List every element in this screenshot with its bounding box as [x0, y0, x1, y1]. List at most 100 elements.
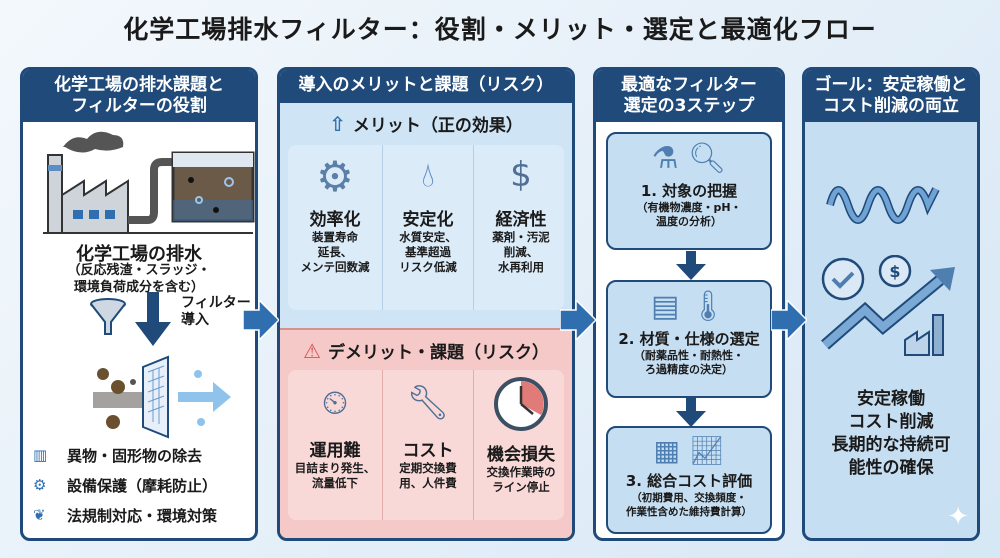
step-1: ⚗ 🔍︎ 1. 対象の把握（有機物濃度・pH・温度の分析）	[606, 132, 772, 250]
role-item: ❦ 法規制対応・環境対策	[33, 500, 217, 530]
role-item: ⚙設備保護（摩耗防止）	[33, 470, 217, 500]
warning-icon: ⚠	[303, 339, 328, 363]
demerit-title: 機会損失	[487, 445, 555, 465]
desc-line: （反応残渣・スラッジ・	[67, 263, 211, 278]
sparkle-icon: ✦	[947, 502, 969, 532]
demerit-title: コスト	[402, 441, 454, 461]
merit-title: 安定化	[402, 210, 454, 230]
panel-header: ゴール：安定稼働とコスト削減の両立	[805, 70, 977, 122]
desc-line: 定期交換費	[399, 461, 457, 475]
panel-header: 導入のメリットと課題（リスク）	[280, 70, 572, 103]
header-line: フィルターの役割	[71, 96, 207, 116]
flow-arrow-icon	[560, 300, 596, 340]
role-label: 法規制対応・環境対策	[67, 506, 218, 525]
down-arrow-icon	[676, 251, 706, 280]
merit-grid: ⚙効率化装置寿命延長、メンテ回数減 💧︎安定化水質安定、基準超過リスク低減 $経…	[288, 145, 564, 310]
merit-title-text: メリット（正の効果）	[352, 116, 523, 136]
clogged-filter-gauge-icon: ⏲	[321, 383, 349, 423]
growth-chart-factory-icon: $	[821, 255, 955, 356]
role-label: 設備保護（摩耗防止）	[67, 476, 218, 495]
step-title: 2. 材質・仕様の選定	[618, 330, 760, 348]
desc-line: ライン停止	[492, 480, 550, 494]
header-line: 最適なフィルター	[621, 75, 757, 95]
filter-icon: ▥	[33, 446, 48, 464]
desc-line: 削減、	[503, 245, 539, 259]
demerit-title: 運用難	[309, 441, 361, 461]
goal-item: コスト削減	[848, 412, 934, 432]
wastewater-role-panel: 化学工場の排水課題とフィルターの役割 化学工場の排水 （反応残渣・スラッジ・環境…	[20, 67, 258, 541]
goal-panel: ゴール：安定稼働とコスト削減の両立 $ 安定稼働 コスト削減 長期的な持続可 能…	[802, 67, 980, 541]
desc-line: リスク低減	[399, 260, 457, 274]
step-3: ▦ 📈︎3. 総合コスト評価（初期費用、交換頻度・作業性含めた維持費計算）	[606, 426, 772, 534]
demerit-title: ⚠ デメリット・課題（リスク）	[280, 338, 572, 363]
selection-steps-panel: 最適なフィルター選定の3ステップ ⚗ 🔍︎ 1. 対象の把握（有機物濃度・pH・温…	[593, 67, 785, 541]
desc-line: 流量低下	[312, 476, 358, 490]
merit-card: $経済性薬剤・汚泥削減、水再利用	[474, 145, 568, 275]
desc-line: 交換作業時の	[486, 465, 556, 479]
desc-line: 温度の分析）	[656, 215, 722, 228]
desc-line: 基準超過	[405, 245, 451, 259]
merit-title: 効率化	[309, 210, 361, 230]
desc-line: （有機物濃度・pH・	[636, 201, 742, 214]
desc-line: メンテ回数減	[300, 260, 370, 274]
desc-line: 目詰まり発生、	[294, 461, 376, 475]
goal-list: 安定稼働 コスト削減 長期的な持続可 能性の確保	[805, 388, 977, 480]
down-arrow-icon	[135, 292, 171, 346]
desc-line: （初期費用、交換頻度・	[631, 492, 747, 504]
demerit-desc: 目詰まり発生、流量低下	[288, 461, 382, 491]
demerit-title-text: デメリット・課題（リスク）	[327, 343, 549, 363]
goal-item: 能性の確保	[848, 458, 934, 478]
panel-header: 最適なフィルター選定の3ステップ	[596, 70, 782, 122]
up-arrow-icon: ⇧	[329, 112, 353, 136]
demerit-card: 機会損失交換作業時のライン停止	[474, 370, 568, 495]
label-line: フィルター	[181, 295, 251, 311]
wastewater-description: （反応残渣・スラッジ・環境負荷成分を含む）	[23, 262, 255, 296]
clock-icon	[494, 377, 548, 431]
merit-card: 💧︎安定化水質安定、基準超過リスク低減	[382, 145, 474, 310]
down-arrow-icon	[676, 398, 706, 427]
demerit-grid: ⏲ 運用難目詰まり発生、流量低下 🔧︎ コスト定期交換費用、人件費 機会損失交換作業…	[288, 370, 564, 520]
demerit-card: ⏲ 運用難目詰まり発生、流量低下	[288, 370, 382, 491]
flask-magnifier-icon: ⚗ 🔍︎	[651, 141, 727, 176]
desc-line: 用、人件費	[399, 476, 457, 490]
header-line: コスト削減の両立	[823, 96, 959, 116]
factory-wastewater-icon	[43, 131, 255, 234]
desc-line: 水再利用	[498, 260, 544, 274]
leaf-check-icon: ❦	[33, 506, 46, 524]
step-title: 3. 総合コスト評価	[625, 472, 753, 490]
panel-header: 化学工場の排水課題とフィルターの役割	[23, 70, 255, 122]
header-line: ゴール：安定稼働と	[814, 75, 968, 95]
flow-arrow-icon	[243, 300, 279, 340]
goal-item: 安定稼働	[857, 389, 925, 409]
demerit-section: ⚠ デメリット・課題（リスク） ⏲ 運用難目詰まり発生、流量低下 🔧︎ コスト定期交…	[280, 328, 572, 538]
flow-arrow-icon	[771, 300, 807, 340]
gear-arrow-icon: ⚙	[316, 152, 354, 201]
page-title: 化学工場排水フィルター：役割・メリット・選定と最適化フロー	[123, 15, 877, 44]
goal-item: 長期的な持続可	[831, 435, 951, 455]
filtration-illustration	[93, 355, 231, 439]
step-desc: （有機物濃度・pH・温度の分析）	[608, 201, 770, 229]
header-line: 選定の3ステップ	[623, 96, 755, 116]
role-list: ▥ 異物・固形物の除去 ⚙設備保護（摩耗防止） ❦ 法規制対応・環境対策	[33, 440, 217, 530]
merit-card: ⚙ 効率化装置寿命延長、メンテ回数減	[288, 145, 382, 275]
demerit-desc: 交換作業時のライン停止	[474, 465, 568, 495]
wave-icon	[826, 186, 940, 224]
merit-desc: 装置寿命延長、メンテ回数減	[288, 230, 382, 275]
desc-line: 水質安定、	[399, 230, 457, 244]
role-label: 異物・固形物の除去	[67, 446, 203, 465]
step-desc: （耐薬品性・耐熱性・ろ過精度の決定）	[608, 349, 770, 377]
demerit-card: 🔧︎ コスト定期交換費用、人件費	[382, 370, 474, 520]
desc-line: ろ過精度の決定）	[645, 363, 733, 376]
filter-thermometer-icon: ▤ 🌡︎	[651, 289, 727, 324]
demerit-desc: 定期交換費用、人件費	[383, 461, 473, 491]
svg-text:$: $	[889, 262, 900, 281]
desc-line: 作業性含めた維持費計算）	[626, 506, 752, 518]
coins-wrench-icon: 🔧︎	[406, 383, 450, 423]
desc-line: 装置寿命	[312, 230, 358, 244]
role-item: ▥ 異物・固形物の除去	[33, 440, 217, 470]
step-title: 1. 対象の把握	[640, 182, 738, 200]
merit-desc: 薬剤・汚泥削減、水再利用	[474, 230, 568, 275]
step-2: ▤ 🌡︎ 2. 材質・仕様の選定（耐薬品性・耐熱性・ろ過精度の決定）	[606, 280, 772, 398]
merit-section: ⇧ メリット（正の効果） ⚙ 効率化装置寿命延長、メンテ回数減 💧︎安定化水質安定…	[280, 103, 572, 318]
label-line: 導入	[181, 312, 209, 328]
